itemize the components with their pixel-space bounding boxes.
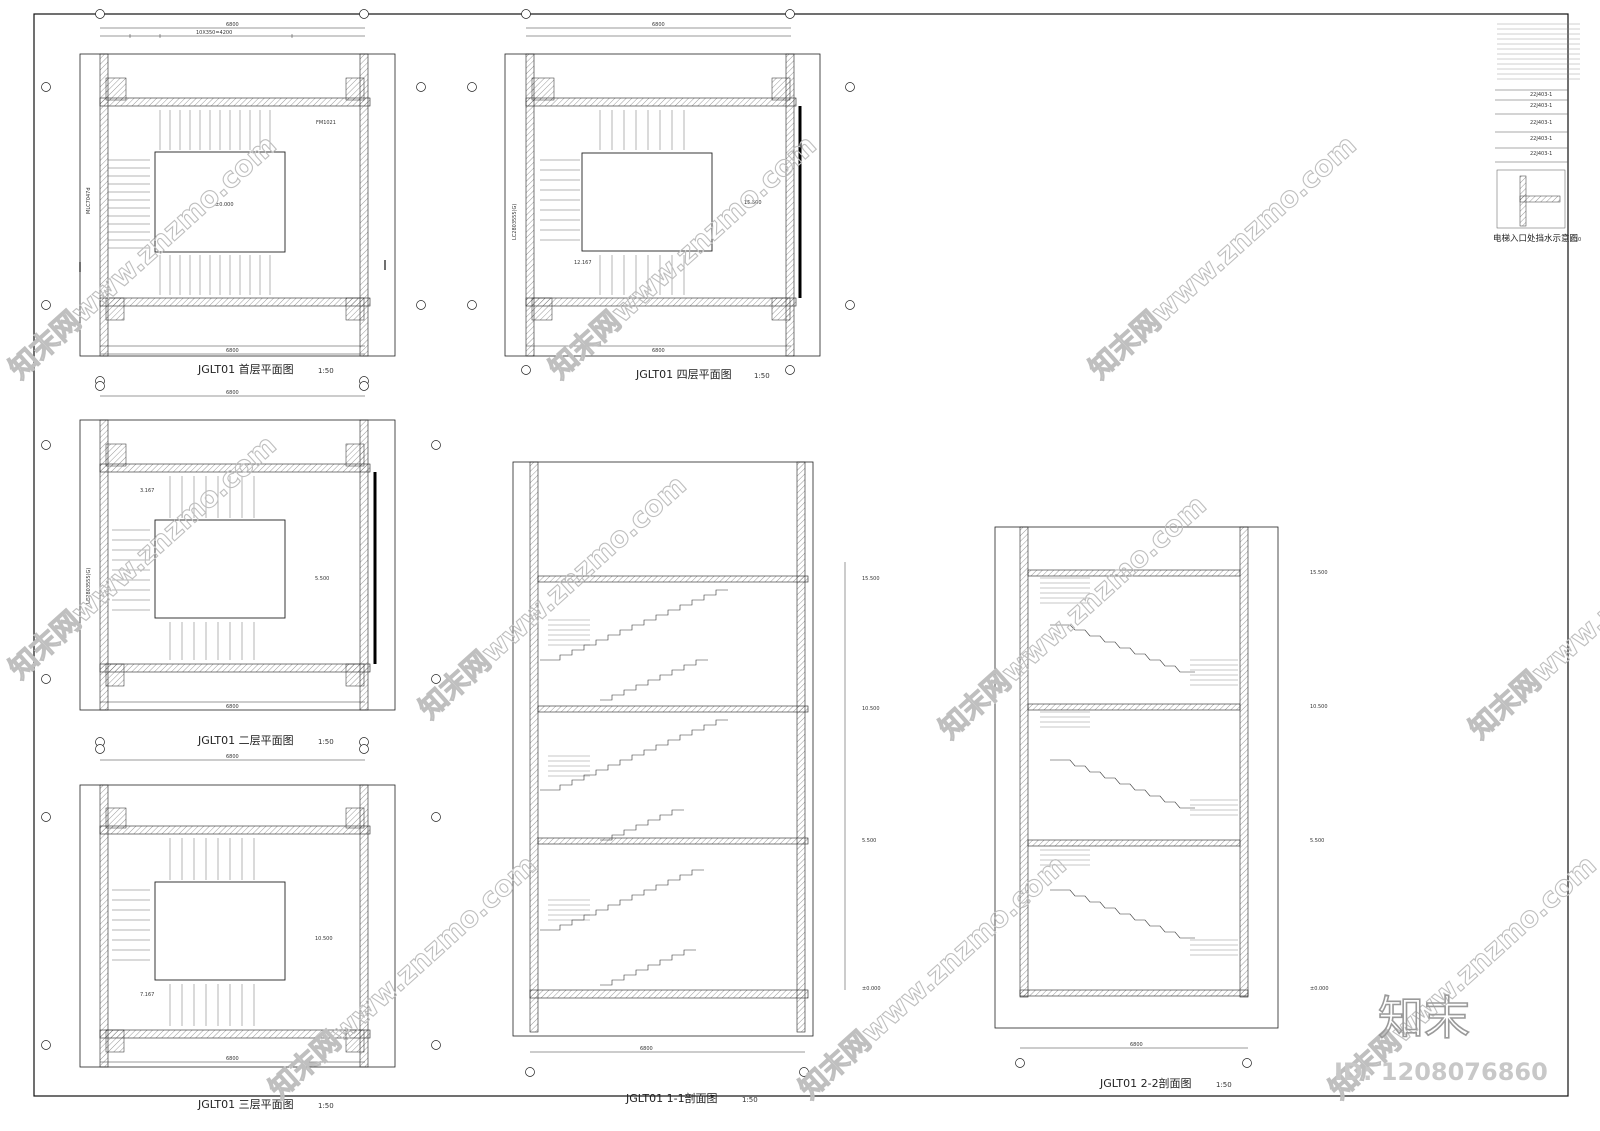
- svg-text:1:10: 1:10: [1570, 237, 1581, 243]
- svg-text:12.167: 12.167: [574, 260, 592, 266]
- svg-text:10.500: 10.500: [862, 706, 880, 712]
- svg-text:1:50: 1:50: [318, 1102, 334, 1110]
- svg-text:22J403-1: 22J403-1: [1530, 151, 1552, 157]
- plan-second-floor: 6800 LC2803555(G) 5.500 3.167: [41, 381, 441, 747]
- sheet-border: [33, 13, 1569, 1097]
- svg-text:6800: 6800: [226, 348, 239, 354]
- svg-text:1:50: 1:50: [318, 738, 334, 746]
- svg-text:知末网www.znzmo.com: 知末网www.znzmo.com: [1083, 128, 1363, 385]
- plan-fourth-floor: 6800 LC2803555(G) 15.500 12.167: [467, 9, 855, 381]
- brand-id: ID: 1208076860: [1334, 1058, 1548, 1086]
- svg-text:5.500: 5.500: [1310, 838, 1324, 844]
- svg-text:10.500: 10.500: [1310, 704, 1328, 710]
- plan-third-floor: 6800 10.500 7.167 6800: [41, 744, 441, 1111]
- svg-text:6800: 6800: [640, 1046, 653, 1052]
- svg-text:22J403-1: 22J403-1: [1530, 103, 1552, 109]
- svg-text:知末网www.znzmo.com: 知末网www.znzmo.com: [3, 128, 283, 385]
- svg-text:±0.000: ±0.000: [1310, 986, 1329, 992]
- svg-text:15.500: 15.500: [862, 576, 880, 582]
- svg-text:15.500: 15.500: [744, 200, 762, 206]
- door-label: FM1021: [316, 120, 336, 126]
- svg-text:5.500: 5.500: [862, 838, 876, 844]
- notes-panel: 22J403-1 22J403-1 22J403-1 22J403-1 22J4…: [1493, 23, 1581, 244]
- svg-text:1:50: 1:50: [1216, 1081, 1232, 1089]
- svg-text:22J403-1: 22J403-1: [1530, 136, 1552, 142]
- svg-text:3.167: 3.167: [140, 488, 154, 494]
- svg-text:1:50: 1:50: [318, 367, 334, 375]
- dim-overall-top: 6800: [226, 22, 239, 28]
- caption-ground: JGLT01 首层平面图: [197, 362, 294, 376]
- svg-text:1:50: 1:50: [754, 372, 770, 380]
- detail-title: 电梯入口处挡水示意图: [1493, 233, 1578, 244]
- svg-text:6800: 6800: [652, 348, 665, 354]
- caption-fourth: JGLT01 四层平面图: [635, 368, 732, 381]
- window-label-second: LC2803555(G): [86, 568, 92, 604]
- svg-text:6800: 6800: [226, 704, 239, 710]
- elev-ground: ±0.000: [215, 202, 234, 208]
- svg-text:15.500: 15.500: [1310, 570, 1328, 576]
- svg-text:±0.000: ±0.000: [862, 986, 881, 992]
- brand-logo: 知末: [1378, 991, 1470, 1045]
- svg-text:7.167: 7.167: [140, 992, 154, 998]
- window-label-ground: MLC7047d: [86, 188, 92, 215]
- window-label-fourth: LC2803555(G): [512, 204, 518, 240]
- svg-text:知末网www.znzmo.com: 知末网www.znzmo.com: [793, 848, 1073, 1105]
- svg-text:5.500: 5.500: [315, 576, 329, 582]
- svg-text:知末网www.znzmo.com: 知末网www.znzmo.com: [413, 468, 693, 725]
- caption-second: JGLT01 二层平面图: [197, 734, 294, 747]
- svg-text:知末网www.znzmo.com: 知末网www.znzmo.com: [1463, 488, 1600, 745]
- svg-text:6800: 6800: [226, 1056, 239, 1062]
- svg-text:22J403-1: 22J403-1: [1530, 120, 1552, 126]
- section-2-2: ±0.000 5.500 10.500 15.500 6800 JGLT01 2…: [994, 526, 1329, 1090]
- svg-text:6800: 6800: [652, 22, 665, 28]
- svg-text:6800: 6800: [1130, 1042, 1143, 1048]
- svg-text:10.500: 10.500: [315, 936, 333, 942]
- caption-third: JGLT01 三层平面图: [197, 1098, 294, 1111]
- caption-section-2: JGLT01 2-2剖面图: [1099, 1076, 1192, 1090]
- svg-text:22J403-1: 22J403-1: [1530, 92, 1552, 98]
- caption-section-1: JGLT01 1-1剖面图: [625, 1091, 718, 1105]
- section-1-1: ±0.000 5.500 10.500 15.500 6800 JGLT01 1…: [512, 461, 881, 1105]
- svg-text:6800: 6800: [226, 390, 239, 396]
- svg-text:知末网www.znzmo.com: 知末网www.znzmo.com: [543, 128, 823, 385]
- svg-text:知末网www.znzmo.com: 知末网www.znzmo.com: [263, 848, 543, 1105]
- svg-text:1:50: 1:50: [742, 1096, 758, 1104]
- dim-run-top: 10X350=4200: [196, 30, 232, 36]
- plan-ground-floor: 6800 10X350=4200: [41, 9, 426, 386]
- svg-text:6800: 6800: [226, 754, 239, 760]
